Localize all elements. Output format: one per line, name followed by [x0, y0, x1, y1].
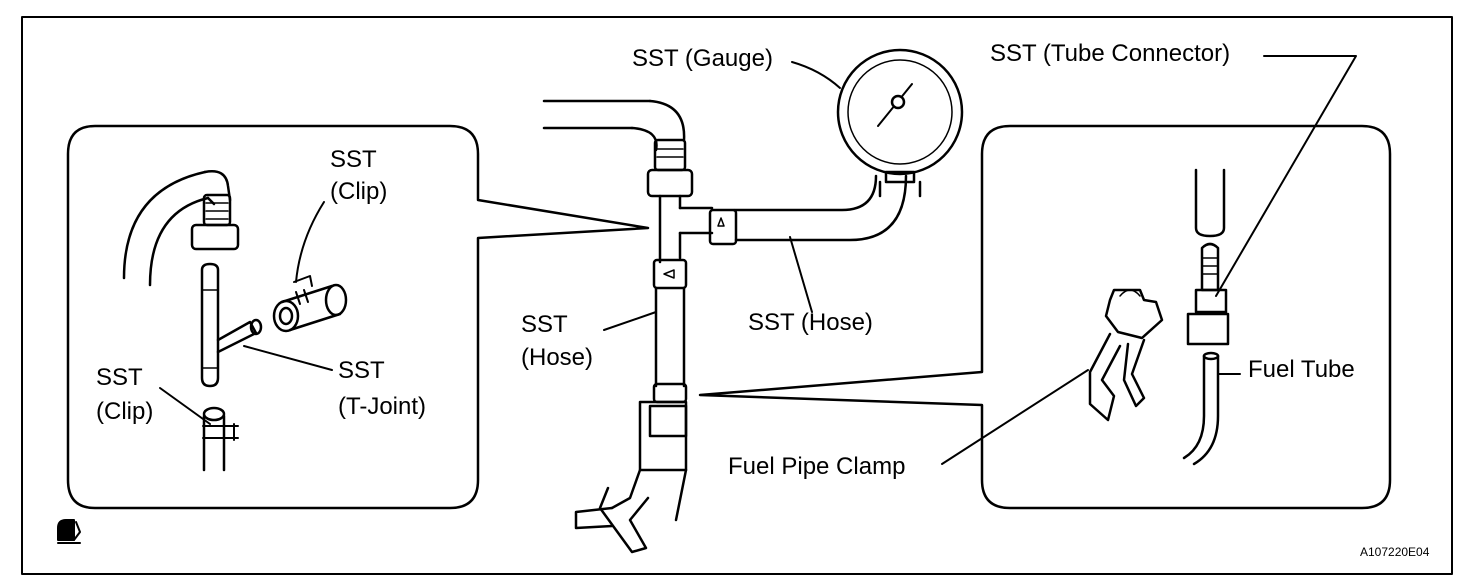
label-fuel-tube: Fuel Tube	[1248, 356, 1355, 383]
leader-fuel-pipe-clamp	[941, 369, 1089, 465]
leader-gauge	[791, 61, 841, 89]
tube-connector-part	[1186, 168, 1230, 346]
pressure-gauge	[836, 48, 964, 198]
fuel-pipe-clamp-part	[1088, 288, 1164, 422]
label-sst-clip-upper-1: SST	[330, 146, 377, 173]
label-sst-clip-lower-1: SST	[96, 364, 143, 391]
label-sst-hose-vertical-2: (Hose)	[521, 344, 594, 371]
label-sst-gauge: SST (Gauge)	[632, 45, 773, 72]
leader-hose-vertical	[603, 311, 657, 331]
label-sst-hose-vertical-1: SST	[521, 311, 568, 338]
left-hose-assembly	[122, 170, 240, 287]
outer-frame	[21, 16, 1453, 575]
label-fuel-pipe-clamp: Fuel Pipe Clamp	[728, 453, 906, 480]
sst-clip-upper-part	[272, 275, 348, 333]
leader-hose-horizontal	[789, 236, 813, 313]
label-sst-tube-connector: SST (Tube Connector)	[990, 40, 1231, 67]
left-detail-box	[66, 124, 650, 510]
center-fuel-line	[542, 99, 908, 554]
label-sst-t-joint-2: (T-Joint)	[338, 393, 427, 420]
label-sst-clip-lower-2: (Clip)	[96, 398, 154, 425]
leader-t-joint	[243, 345, 333, 371]
label-sst-hose-horizontal: SST (Hose)	[748, 309, 873, 336]
service-manual-symbol-icon	[57, 519, 81, 544]
t-joint	[200, 262, 263, 388]
figure-code: A107220E04	[1360, 545, 1430, 559]
fuel-tube-part	[1182, 351, 1220, 466]
label-sst-clip-upper-2: (Clip)	[330, 178, 388, 205]
sst-clip-lower-part	[202, 406, 239, 472]
leader-tube-connector	[1215, 55, 1357, 297]
leader-clip-lower	[159, 387, 211, 425]
leader-clip-upper	[295, 201, 325, 283]
label-sst-t-joint-1: SST	[338, 357, 385, 384]
